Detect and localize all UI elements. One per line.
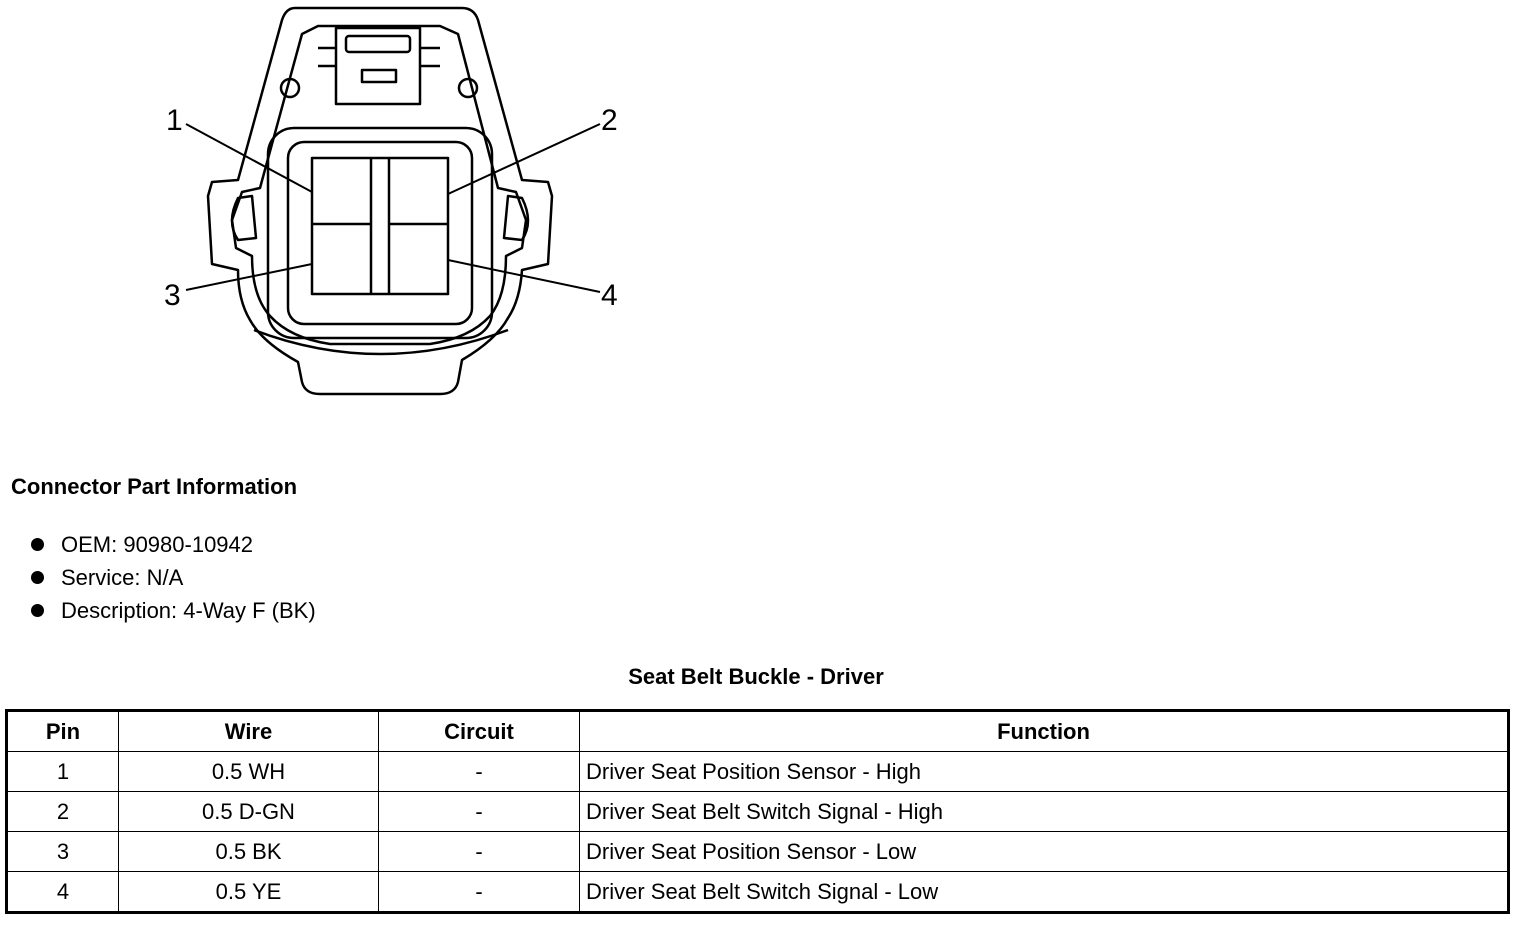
cell-function: Driver Seat Belt Switch Signal - High <box>579 791 1509 832</box>
pin-4-leader <box>447 259 601 293</box>
cell-circuit: - <box>378 871 580 913</box>
info-item-description: Description: 4-Way F (BK) <box>30 594 316 627</box>
pin-4-label: 4 <box>601 279 618 312</box>
table-header-row: Pin Wire Circuit Function <box>6 710 1509 752</box>
mounting-hole <box>457 77 479 99</box>
cell-wire: 0.5 D-GN <box>118 791 379 832</box>
pin-3-leader <box>185 263 313 291</box>
connector-info-list: OEM: 90980-10942 Service: N/A Descriptio… <box>30 528 316 627</box>
cell-function: Driver Seat Position Sensor - Low <box>579 831 1509 872</box>
cell-circuit: - <box>378 791 580 832</box>
table-title: Seat Belt Buckle - Driver <box>628 664 884 689</box>
info-item-oem: OEM: 90980-10942 <box>30 528 316 561</box>
cell-wire: 0.5 WH <box>118 751 379 792</box>
cell-wire: 0.5 YE <box>118 871 379 913</box>
info-item-text: Description: 4-Way F (BK) <box>61 598 316 623</box>
latch <box>334 26 422 106</box>
mounting-hole <box>279 77 301 99</box>
connector-info-heading: Connector Part Information <box>11 474 298 499</box>
cell-pin: 2 <box>6 791 119 832</box>
bullet-icon <box>31 604 44 617</box>
pin-2-label: 2 <box>601 104 618 137</box>
cell-wire: 0.5 BK <box>118 831 379 872</box>
cell-pin: 1 <box>6 751 119 792</box>
header-pin: Pin <box>6 710 119 752</box>
header-function: Function <box>579 710 1509 752</box>
cell-pin: 4 <box>6 871 119 913</box>
cell-pin: 3 <box>6 831 119 872</box>
table-row: 2 0.5 D-GN - Driver Seat Belt Switch Sig… <box>6 791 1509 832</box>
cell-function: Driver Seat Belt Switch Signal - Low <box>579 871 1509 913</box>
terminal-block <box>310 156 450 296</box>
pin-1-label: 1 <box>166 104 183 137</box>
cell-function: Driver Seat Position Sensor - High <box>579 751 1509 792</box>
connector-housing-outline <box>206 6 554 396</box>
bullet-icon <box>31 538 44 551</box>
header-circuit: Circuit <box>378 710 580 752</box>
pin-2-leader <box>447 123 601 195</box>
pin-1-leader <box>185 123 313 193</box>
table-row: 3 0.5 BK - Driver Seat Position Sensor -… <box>6 831 1509 872</box>
connector-face-diagram <box>185 6 601 396</box>
info-item-service: Service: N/A <box>30 561 316 594</box>
header-wire: Wire <box>118 710 379 752</box>
cell-circuit: - <box>378 751 580 792</box>
table-row: 4 0.5 YE - Driver Seat Belt Switch Signa… <box>6 871 1509 913</box>
table-row: 1 0.5 WH - Driver Seat Position Sensor -… <box>6 751 1509 792</box>
cell-circuit: - <box>378 831 580 872</box>
info-item-text: Service: N/A <box>61 565 184 590</box>
bullet-icon <box>31 571 44 584</box>
pin-3-label: 3 <box>164 279 181 312</box>
info-item-text: OEM: 90980-10942 <box>61 532 254 557</box>
pinout-table: Pin Wire Circuit Function 1 0.5 WH - Dri… <box>5 709 1510 914</box>
